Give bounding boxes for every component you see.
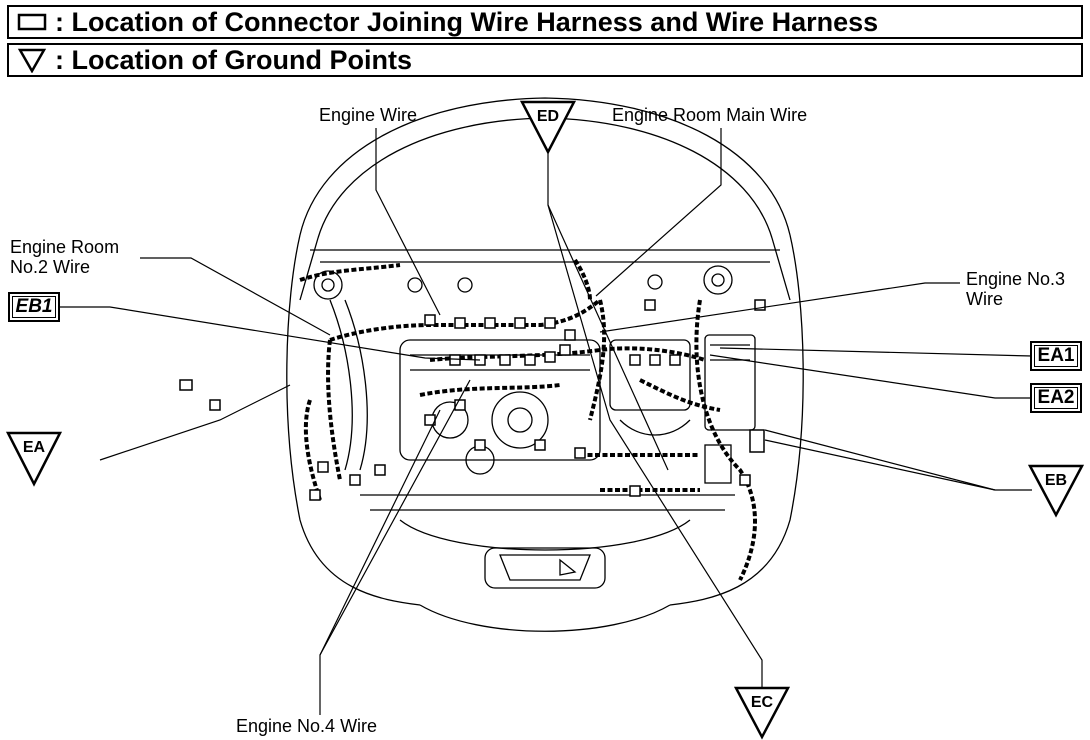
- ground-ed-code: ED: [536, 108, 560, 125]
- ground-ea-icon: [5, 431, 63, 487]
- connector-eb1: EB1: [8, 292, 60, 322]
- vehicle-outline: [286, 97, 804, 632]
- connector-symbol-icon: [9, 11, 55, 33]
- label-engine-room-no2-wire-line2: No.2 Wire: [10, 257, 91, 277]
- label-engine-room-main-wire: Engine Room Main Wire: [612, 105, 808, 125]
- connector-ea2: EA2: [1030, 383, 1082, 413]
- label-engine-room-no2-wire-line1: Engine Room: [10, 237, 120, 257]
- ground-eb-code: EB: [1044, 472, 1068, 489]
- legend-connector-text: : Location of Connector Joining Wire Har…: [55, 7, 879, 37]
- wire-harness-runs: [299, 258, 757, 581]
- connector-ea1: EA1: [1030, 341, 1082, 371]
- label-engine-no3-wire-line2: Wire: [966, 289, 1003, 309]
- label-engine-no4-wire: Engine No.4 Wire: [236, 716, 378, 736]
- ground-ed-icon: [519, 100, 577, 155]
- ground-ec-icon: [733, 686, 791, 740]
- label-engine-wire: Engine Wire: [319, 105, 418, 125]
- ground-ea-code: EA: [22, 439, 46, 456]
- ground-symbol-icon: [9, 47, 55, 73]
- ground-triangles: [5, 100, 1085, 740]
- ground-ec-code: EC: [750, 694, 774, 711]
- legend-ground-row: : Location of Ground Points: [7, 43, 1083, 77]
- leader-lines: [60, 128, 1033, 715]
- label-engine-no3-wire-line1: Engine No.3: [966, 269, 1066, 289]
- ground-eb-icon: [1027, 464, 1085, 518]
- legend-ground-text: : Location of Ground Points: [55, 45, 412, 75]
- legend-connector-row: : Location of Connector Joining Wire Har…: [7, 5, 1083, 39]
- connector-blocks: [179, 299, 766, 501]
